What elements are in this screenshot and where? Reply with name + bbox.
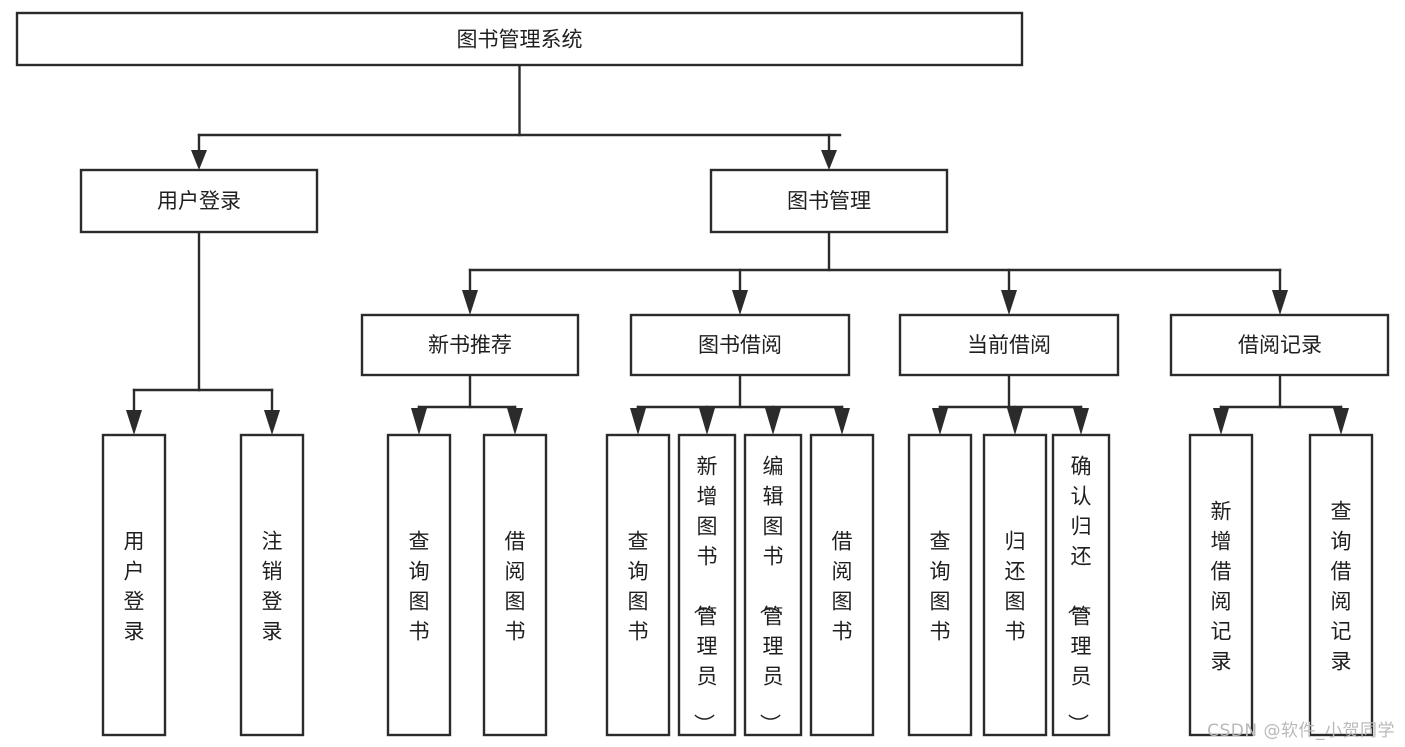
leaf-add-borrow-record[interactable]: 新增借阅记录	[1188, 433, 1254, 737]
node-root-box[interactable]	[15, 11, 1024, 67]
leaf-query-book-nbr-box[interactable]	[386, 433, 452, 737]
leaf-query-book-cb-box[interactable]	[907, 433, 973, 737]
node-root-label: 图书管理系统	[457, 28, 583, 52]
leaf-return-book[interactable]: 归还图书	[982, 433, 1048, 737]
leaf-confirm-return-admin-box[interactable]	[1051, 433, 1111, 737]
leaf-user-login[interactable]: 用户登录	[101, 433, 167, 737]
arrowhead-leaf-query-record	[1333, 408, 1349, 435]
node-book-management[interactable]: 图书管理	[709, 168, 949, 234]
node-book-borrow-label: 图书借阅	[698, 333, 782, 357]
leaf-add-book-admin[interactable]: 新增图书（管理员）	[677, 433, 737, 737]
leaf-borrow-book-bb-box[interactable]	[809, 433, 875, 737]
node-current-borrow[interactable]: 当前借阅	[898, 313, 1120, 377]
leaf-logout-box[interactable]	[239, 433, 305, 737]
node-book-borrow[interactable]: 图书借阅	[629, 313, 851, 377]
node-user-login[interactable]: 用户登录	[79, 168, 319, 234]
leaf-query-borrow-record-box[interactable]	[1308, 433, 1374, 737]
leaf-query-book-bb[interactable]: 查询图书	[605, 433, 671, 737]
connector-group	[126, 63, 1349, 435]
node-book-management-box[interactable]	[709, 168, 949, 234]
arrowhead-borrow-record	[1272, 290, 1288, 315]
node-book-management-label: 图书管理	[787, 189, 871, 213]
leaf-user-login-box[interactable]	[101, 433, 167, 737]
leaf-query-book-cb[interactable]: 查询图书	[907, 433, 973, 737]
node-new-book-recommend-label: 新书推荐	[428, 333, 512, 357]
arrowhead-leaf-borrow-book-1	[507, 408, 523, 435]
leaf-add-borrow-record-label: 新增借阅记录	[1211, 499, 1232, 673]
node-borrow-record-box[interactable]	[1169, 313, 1390, 377]
node-new-book-recommend-box[interactable]	[360, 313, 580, 377]
leaf-borrow-book-nbr-label: 借阅图书	[505, 529, 526, 643]
node-user-login-label: 用户登录	[157, 189, 241, 213]
arrowhead-leaf-user-login	[126, 410, 142, 435]
arrowhead-leaf-query-book-3	[932, 408, 948, 435]
leaf-confirm-return-admin[interactable]: 确认归还（管理员）	[1051, 433, 1111, 737]
arrowhead-leaf-logout	[264, 410, 280, 435]
leaf-edit-book-admin-box[interactable]	[743, 433, 803, 737]
node-current-borrow-label: 当前借阅	[967, 333, 1051, 357]
leaf-query-book-nbr-label: 查询图书	[409, 529, 430, 643]
leaf-logout-label: 注销登录	[262, 529, 283, 643]
arrowhead-leaf-add-book	[699, 408, 715, 435]
leaf-edit-book-admin[interactable]: 编辑图书（管理员）	[743, 433, 803, 737]
arrowhead-leaf-return-book	[1007, 408, 1023, 435]
arrowhead-leaf-confirm-return	[1073, 408, 1089, 435]
node-user-login-box[interactable]	[79, 168, 319, 234]
leaf-query-borrow-record-label: 查询借阅记录	[1331, 499, 1352, 673]
arrowhead-new-book-rec	[462, 290, 478, 315]
leaf-query-borrow-record[interactable]: 查询借阅记录	[1308, 433, 1374, 737]
node-borrow-record[interactable]: 借阅记录	[1169, 313, 1390, 377]
leaf-add-book-admin-label: 新增图书（管理员）	[692, 454, 718, 734]
node-root[interactable]: 图书管理系统	[15, 11, 1024, 67]
node-book-borrow-box[interactable]	[629, 313, 851, 377]
arrowhead-current-borrow	[1001, 290, 1017, 315]
leaf-borrow-book-bb[interactable]: 借阅图书	[809, 433, 875, 737]
leaf-return-book-box[interactable]	[982, 433, 1048, 737]
node-borrow-record-label: 借阅记录	[1238, 333, 1322, 357]
node-current-borrow-box[interactable]	[898, 313, 1120, 377]
leaf-borrow-book-nbr[interactable]: 借阅图书	[482, 433, 548, 737]
leaf-edit-book-admin-label: 编辑图书（管理员）	[758, 454, 784, 734]
leaf-query-book-cb-label: 查询图书	[930, 529, 951, 643]
arrowhead-leaf-query-book-1	[411, 408, 427, 435]
arrowhead-leaf-add-record	[1213, 408, 1229, 435]
arrowhead-leaf-edit-book	[765, 408, 781, 435]
leaf-add-borrow-record-box[interactable]	[1188, 433, 1254, 737]
node-new-book-recommend[interactable]: 新书推荐	[360, 313, 580, 377]
leaf-user-login-label: 用户登录	[124, 529, 145, 643]
leaf-borrow-book-nbr-box[interactable]	[482, 433, 548, 737]
leaf-query-book-nbr[interactable]: 查询图书	[386, 433, 452, 737]
arrowhead-user-login	[191, 150, 207, 170]
leaf-borrow-book-bb-label: 借阅图书	[832, 529, 853, 643]
arrowhead-book-borrow	[732, 290, 748, 315]
arrowhead-book-manage	[821, 150, 837, 170]
leaf-logout[interactable]: 注销登录	[239, 433, 305, 737]
leaf-query-book-bb-label: 查询图书	[628, 529, 649, 643]
leaf-query-book-bb-box[interactable]	[605, 433, 671, 737]
arrowhead-leaf-query-book-2	[630, 408, 646, 435]
leaf-confirm-return-admin-label: 确认归还（管理员）	[1066, 454, 1092, 734]
leaf-add-book-admin-box[interactable]	[677, 433, 737, 737]
leaf-return-book-label: 归还图书	[1005, 529, 1026, 643]
arrowhead-leaf-borrow-book-2	[834, 408, 850, 435]
